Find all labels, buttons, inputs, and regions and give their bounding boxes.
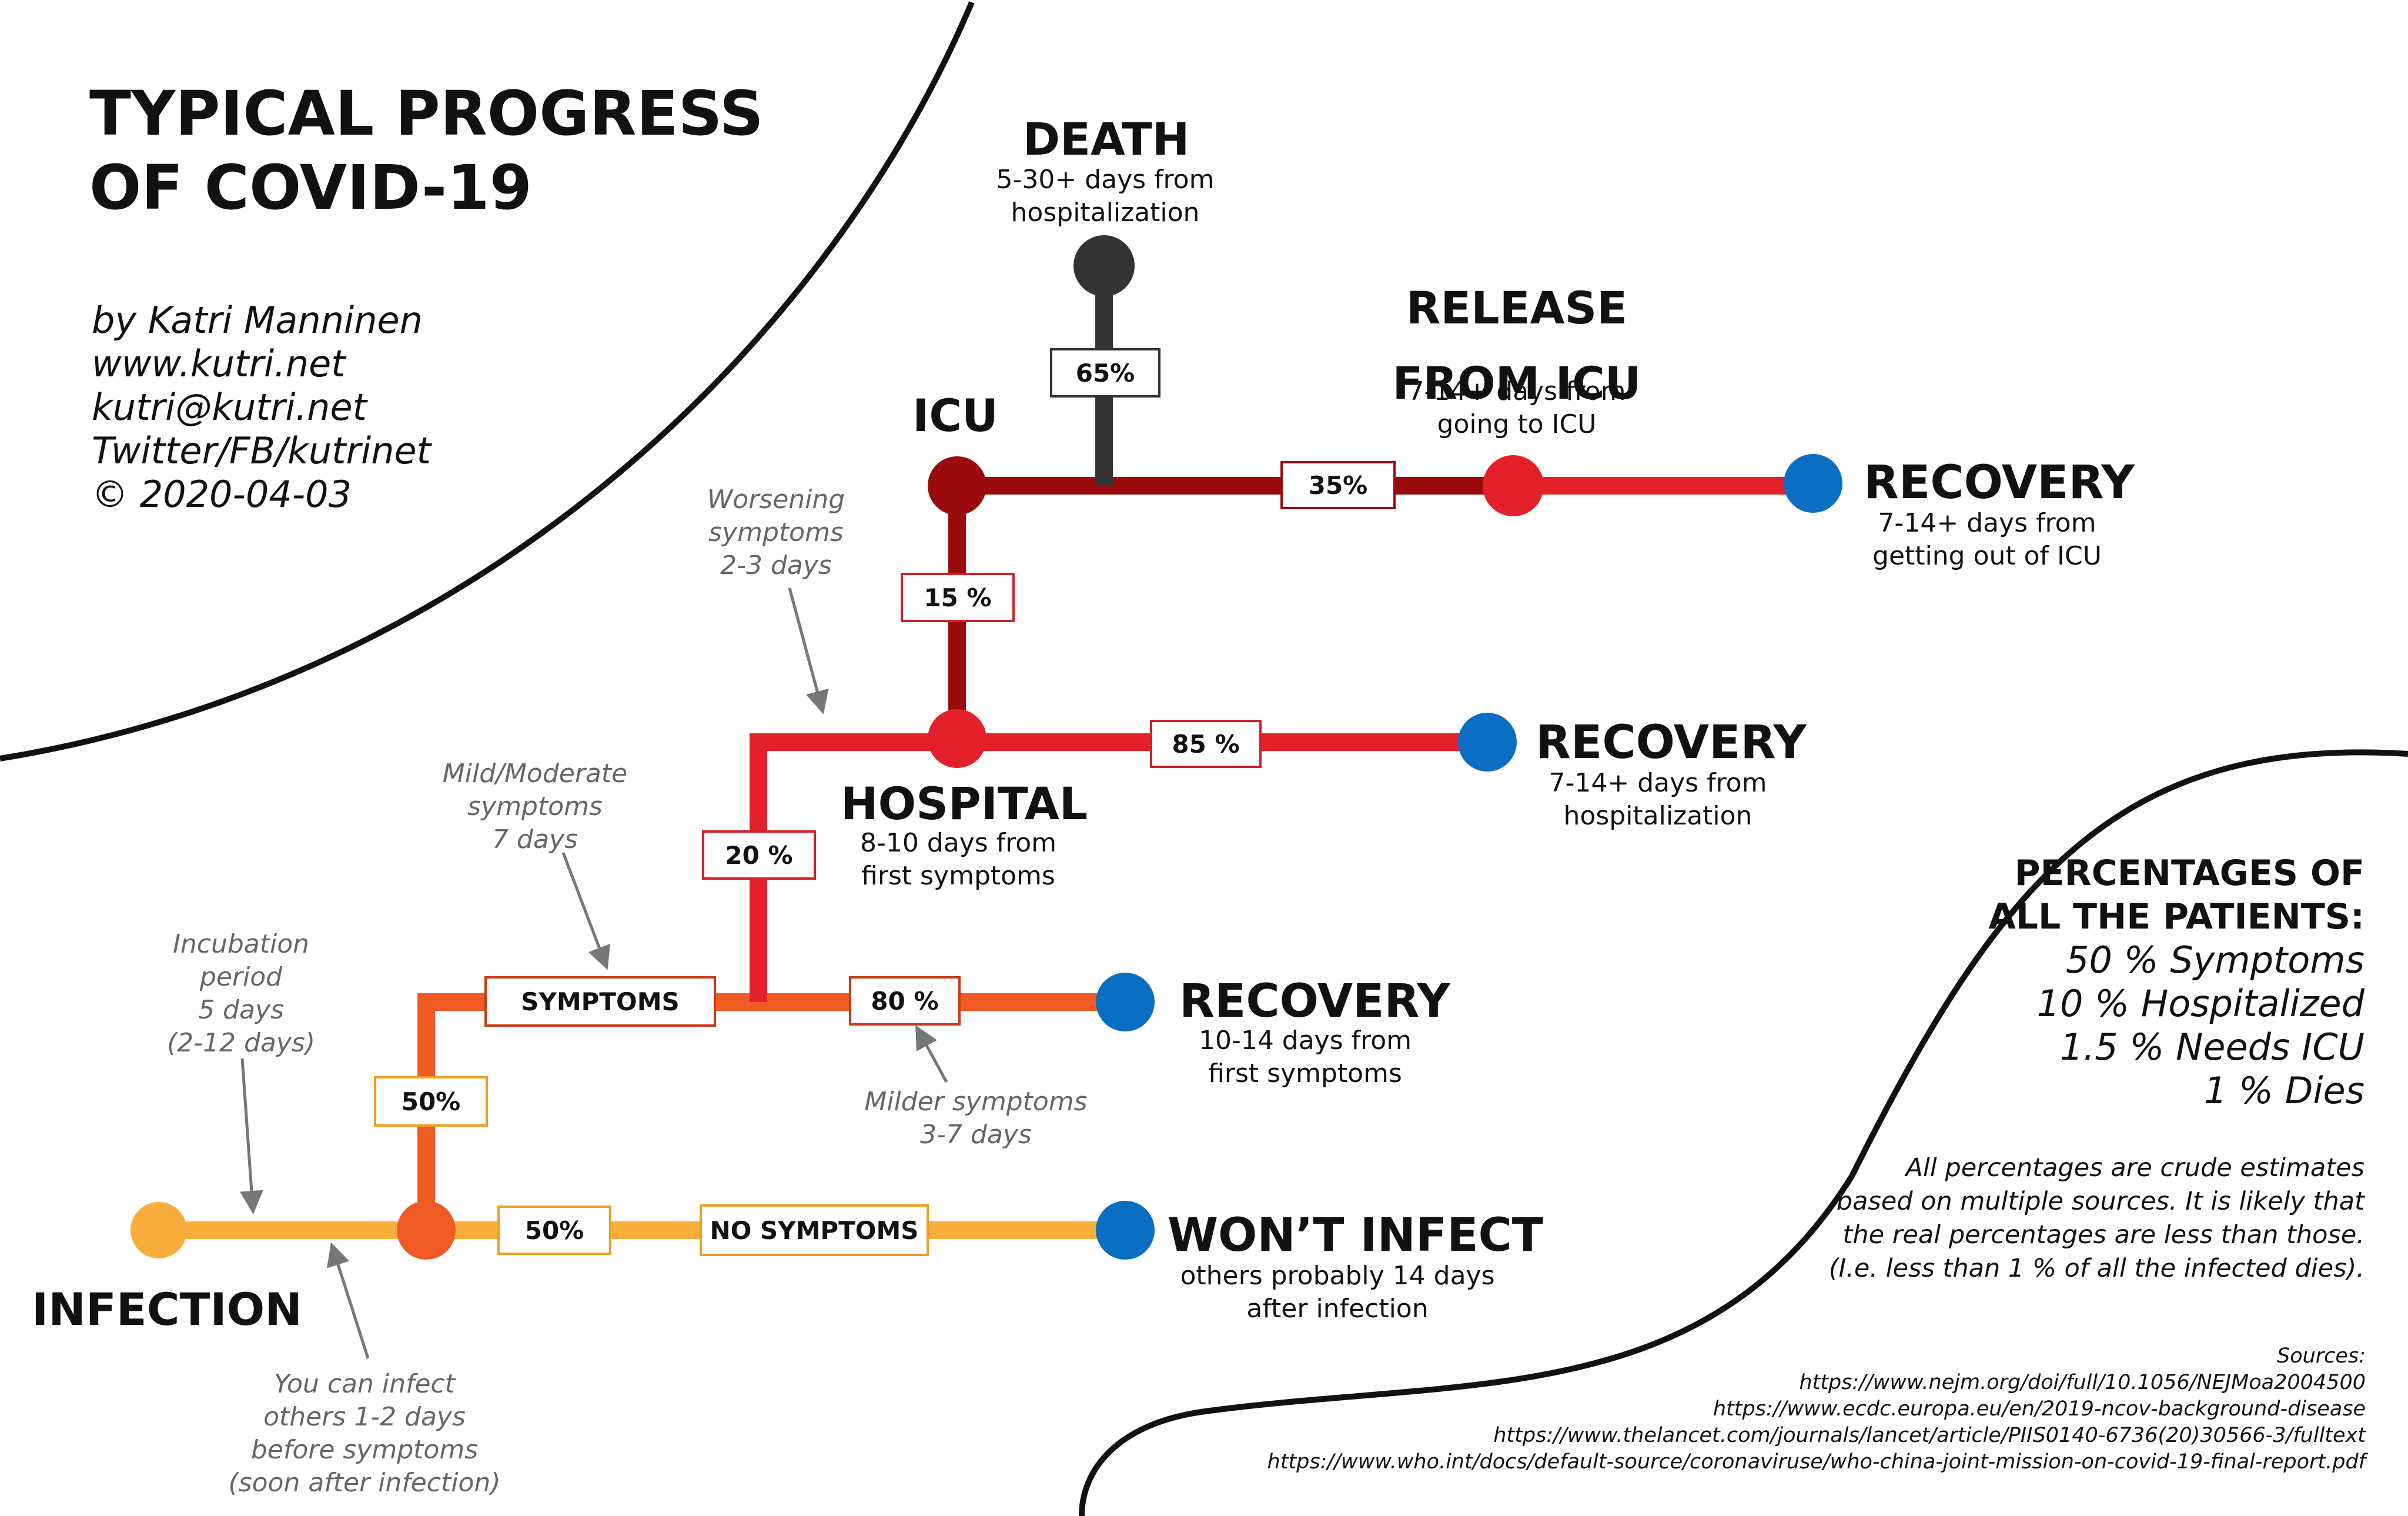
icu-line [948, 477, 1513, 742]
release-icu-subtitle: 7-14+ days from going to ICU [1407, 376, 1626, 439]
mild-arrow [561, 852, 611, 970]
hospital-pct-box: 20 % [702, 830, 816, 880]
death-node [1073, 235, 1135, 296]
infectious-note: You can infect others 1-2 days before sy… [228, 1369, 501, 1498]
author-email: kutri@kutri.net [92, 386, 367, 429]
worsening-note: Worsening symptoms 2-3 days [707, 485, 845, 580]
icu-node [928, 456, 986, 515]
wont-infect-subtitle: others probably 14 days after infection [1180, 1261, 1495, 1324]
sources-block: Sources: https://www.nejm.org/doi/full/1… [1267, 1343, 2366, 1475]
infection-node [131, 1202, 187, 1258]
author-date: © 2020-04-03 [92, 473, 352, 516]
recovery-icu-node [1784, 454, 1842, 513]
mild-symptoms-note: Mild/Moderate symptoms 7 days [442, 759, 628, 854]
author-name: by Katri Manninen [92, 299, 423, 342]
incubation-arrow [239, 1058, 263, 1214]
disclaimer-line: All percentages are crude estimates [1905, 1153, 2364, 1183]
recovery-hospital-pct-box: 85 % [1150, 720, 1262, 768]
death-pct-box: 65% [1050, 348, 1160, 398]
recovery-symptoms-pct-box: 80 % [849, 976, 961, 1026]
summary-heading-line-2: ALL THE PATIENTS: [1988, 896, 2364, 937]
infectious-arrow [327, 1242, 370, 1359]
author-website: www.kutri.net [92, 342, 346, 385]
recovery-hospital-subtitle: 7-14+ days from hospitalization [1549, 768, 1767, 831]
no-symptoms-stage-box: NO SYMPTOMS [700, 1204, 929, 1256]
death-subtitle: 5-30+ days from hospitalization [996, 165, 1215, 228]
icu-pct-box: 15 % [901, 573, 1015, 622]
recovery-icu-heading: RECOVERY [1864, 456, 2135, 509]
release-icu-heading: RELEASE FROM ICU [1392, 282, 1641, 409]
sources-heading: Sources: [2276, 1344, 2366, 1368]
release-icu-pct-box: 35% [1280, 461, 1396, 509]
infection-heading: INFECTION [32, 1283, 302, 1335]
summary-item: 10 % Hospitalized [2036, 982, 2364, 1025]
recovery-symptoms-heading: RECOVERY [1179, 975, 1450, 1028]
recovery-hospital-heading: RECOVERY [1536, 716, 1807, 769]
release-icu-node [1483, 455, 1544, 516]
no-symptoms-pct-box: 50% [497, 1206, 611, 1255]
hospital-subtitle: 8-10 days from first symptoms [859, 828, 1057, 891]
icu-heading: ICU [912, 389, 998, 442]
source-link: https://www.who.int/docs/default-source/… [1267, 1450, 2366, 1474]
bottom-right-curve [1079, 749, 2408, 1516]
disclaimer-line: the real percentages are less than those… [1842, 1220, 2364, 1250]
milder-arrow [915, 1025, 948, 1083]
recovery-hospital-node [1458, 713, 1517, 772]
summary-block: PERCENTAGES OF ALL THE PATIENTS: 50 % Sy… [1988, 852, 2364, 1113]
top-left-curve [0, 1, 975, 762]
author-info: by Katri Manninen www.kutri.net kutri@ku… [92, 299, 431, 516]
page-title: TYPICAL PROGRESS OF COVID-19 [89, 78, 764, 223]
wont-infect-node [1096, 1201, 1155, 1260]
hospital-heading: HOSPITAL [841, 777, 1088, 830]
hospital-node [928, 709, 986, 768]
recovery-symptoms-subtitle: 10-14 days from first symptoms [1198, 1026, 1412, 1088]
recovery-icu-subtitle: 7-14+ days from getting out of ICU [1872, 508, 2102, 571]
death-heading: DEATH [1023, 113, 1190, 165]
source-link: https://www.thelancet.com/journals/lance… [1493, 1424, 2366, 1447]
symptoms-stage-box: SYMPTOMS [484, 976, 716, 1027]
symptoms-pct-box: 50% [374, 1076, 488, 1127]
incubation-note: Incubation period 5 days (2-12 days) [166, 929, 316, 1058]
summary-item: 1 % Dies [2203, 1069, 2364, 1112]
summary-item: 50 % Symptoms [2066, 939, 2364, 981]
recovery-symptoms-node [1096, 973, 1155, 1031]
author-social: Twitter/FB/kutrinet [92, 429, 431, 472]
milder-symptoms-note: Milder symptoms 3-7 days [864, 1087, 1088, 1150]
summary-heading-line-1: PERCENTAGES OF [2014, 853, 2364, 894]
worsening-arrow [788, 587, 829, 714]
disclaimer-line: (I.e. less than 1 % of all the infected … [1828, 1254, 2364, 1283]
wont-infect-heading: WON’T INFECT [1168, 1209, 1543, 1262]
source-link: https://www.nejm.org/doi/full/10.1056/NE… [1799, 1371, 2366, 1394]
symptoms-split-node [397, 1201, 456, 1260]
source-link: https://www.ecdc.europa.eu/en/2019-ncov-… [1713, 1397, 2366, 1421]
disclaimer-block: All percentages are crude estimates base… [1829, 1151, 2364, 1285]
summary-item: 1.5 % Needs ICU [2060, 1026, 2364, 1068]
disclaimer-line: based on multiple sources. It is likely … [1836, 1187, 2364, 1216]
